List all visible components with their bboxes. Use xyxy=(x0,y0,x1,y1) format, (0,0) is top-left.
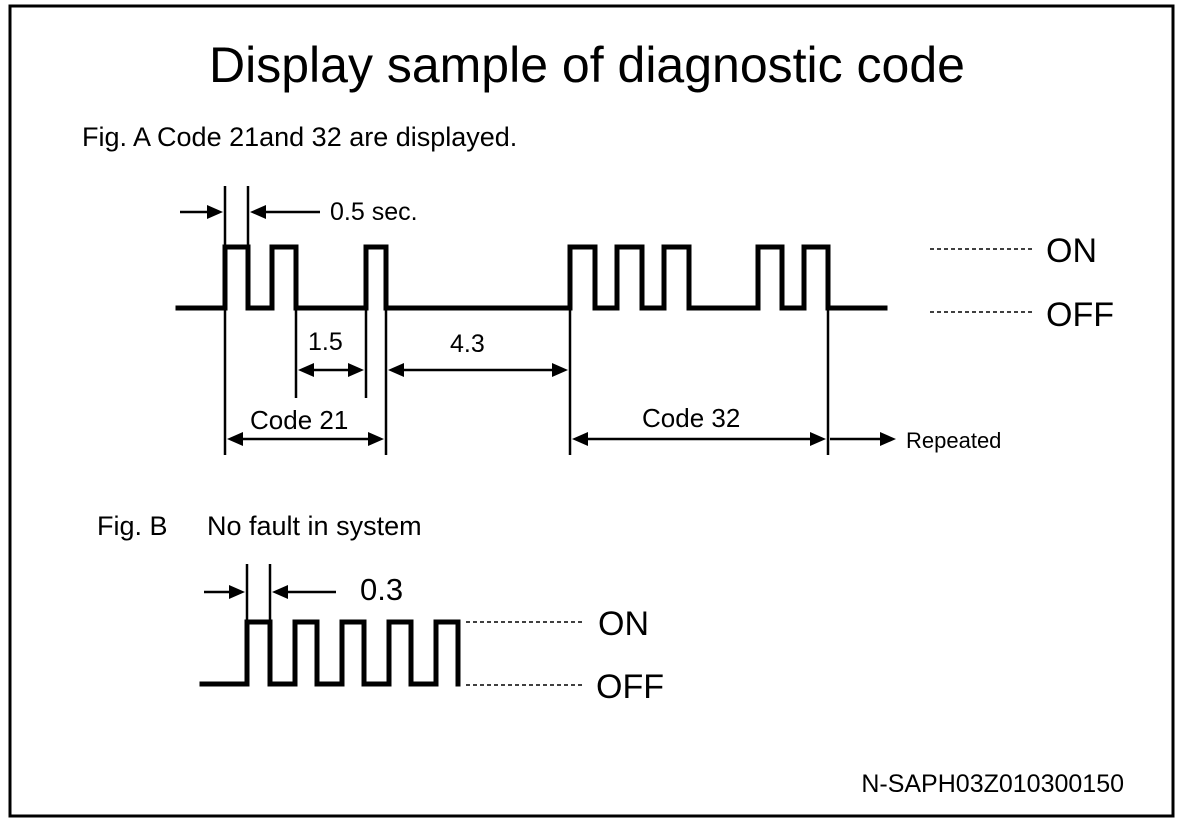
fig-a-off-label: OFF xyxy=(1046,296,1114,334)
fig-b-pulse-width-label: 0.3 xyxy=(360,572,403,607)
fig-a-gap-short-label: 1.5 xyxy=(308,328,343,356)
fig-a-code-a-arrow-right xyxy=(368,432,384,446)
fig-a-caption: Fig. A Code 21and 32 are displayed. xyxy=(82,122,517,152)
fig-a-pulse-width-label: 0.5 sec. xyxy=(330,198,418,226)
fig-b-caption: No fault in system xyxy=(207,511,422,541)
fig-b-on-label: ON xyxy=(598,605,649,643)
fig-a-gap-long-label: 4.3 xyxy=(450,330,485,358)
fig-a-on-label: ON xyxy=(1046,232,1097,270)
fig-a-code-a-label: Code 21 xyxy=(250,405,348,435)
fig-a-code-b-label: Code 32 xyxy=(642,403,740,433)
diagram-title: Display sample of diagnostic code xyxy=(209,37,965,93)
fig-b-waveform xyxy=(199,619,461,687)
fig-b-arrow-right xyxy=(229,585,245,599)
fig-a-arrow-left xyxy=(250,205,266,219)
fig-a-code-b-arrow-right xyxy=(810,432,826,446)
fig-a-gap-long-arrow-left xyxy=(388,363,404,377)
fig-a-code-b-arrow-left xyxy=(572,432,588,446)
fig-a-gap-short-arrow-left xyxy=(298,363,314,377)
reference-code: N-SAPH03Z010300150 xyxy=(861,770,1124,798)
fig-b-caption-prefix: Fig. B xyxy=(97,511,168,541)
fig-a-repeat-arrow xyxy=(880,432,896,446)
fig-a-waveform xyxy=(175,244,888,311)
fig-a-gap-long-arrow-right xyxy=(552,363,568,377)
fig-a-code-a-arrow-left xyxy=(227,432,243,446)
fig-a-repeat-label: Repeated xyxy=(906,428,1001,453)
diagram-frame xyxy=(8,4,1175,818)
fig-a-gap-short-arrow-right xyxy=(348,363,364,377)
fig-b-off-label: OFF xyxy=(596,668,664,706)
fig-a-arrow-right xyxy=(207,205,223,219)
fig-b-arrow-left xyxy=(272,585,288,599)
